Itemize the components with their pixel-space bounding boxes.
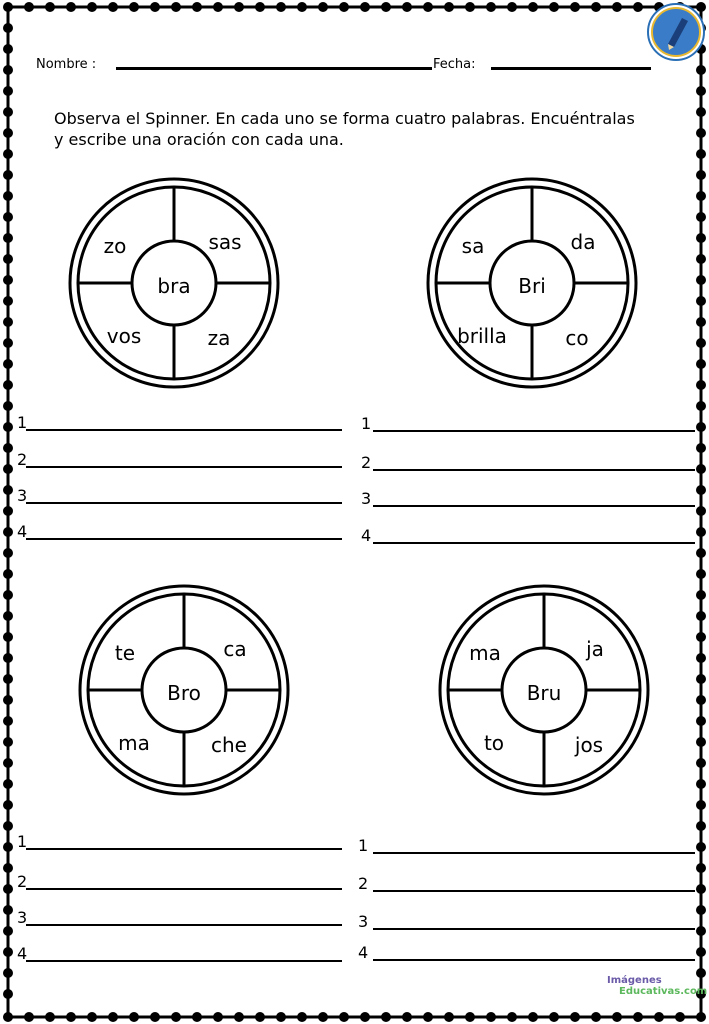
line-number: 3 [361, 489, 372, 508]
line-number: 2 [17, 450, 28, 469]
name-line[interactable] [116, 67, 432, 70]
name-label: Nombre : [36, 57, 97, 72]
line-number: 2 [361, 453, 372, 472]
spinner-syllable-bottom-right: co [565, 326, 589, 350]
brand-line-2: Educativas.com [619, 986, 708, 997]
answer-line[interactable] [373, 430, 695, 432]
date-line[interactable] [491, 67, 651, 70]
spinner-syllable-bottom-left: ma [118, 731, 150, 755]
line-number: 2 [17, 872, 28, 891]
spinner-syllable-bottom-left: vos [106, 324, 142, 348]
brand-watermark: Imágenes Educativas.com [607, 975, 707, 997]
answer-line[interactable] [373, 890, 695, 892]
date-label: Fecha: [433, 57, 476, 72]
spinner-4: Bru ma ja to jos [437, 583, 651, 797]
spinner-wheel [78, 584, 290, 796]
spinner-2: Bri sa da brilla co [425, 176, 639, 390]
spinner-syllable-top-left: zo [103, 234, 127, 258]
line-number: 1 [361, 414, 372, 433]
line-number: 3 [17, 908, 28, 927]
answer-line[interactable] [373, 959, 695, 961]
answer-line[interactable] [373, 852, 695, 854]
line-number: 3 [358, 912, 369, 931]
line-number: 2 [358, 874, 369, 893]
brand-line-1: Imágenes [607, 975, 662, 986]
instructions-line-2: y escribe una oración con cada una. [54, 130, 344, 149]
line-number: 4 [17, 522, 28, 541]
answer-line[interactable] [26, 888, 342, 890]
answer-line[interactable] [26, 960, 342, 962]
spinner-syllable-top-right: da [570, 230, 596, 254]
line-number: 4 [358, 943, 369, 962]
line-number: 1 [358, 836, 369, 855]
spinner-center-syllable: bra [157, 274, 191, 298]
spinner-wheel [426, 177, 638, 389]
line-number: 1 [17, 832, 28, 851]
spinner-syllable-top-right: sas [208, 230, 242, 254]
answer-line[interactable] [26, 429, 342, 431]
answer-line[interactable] [26, 924, 342, 926]
spinner-syllable-bottom-right: za [207, 326, 231, 350]
spinner-syllable-top-left: sa [461, 234, 485, 258]
spinner-syllable-top-right: ja [586, 637, 604, 661]
spinner-syllable-bottom-left: to [483, 731, 505, 755]
answer-line[interactable] [373, 505, 695, 507]
spinner-3: Bro te ca ma che [77, 583, 291, 797]
instructions: Observa el Spinner. En cada uno se forma… [54, 108, 684, 150]
spinner-syllable-top-right: ca [223, 637, 247, 661]
spinner-syllable-bottom-right: che [211, 733, 247, 757]
answer-line[interactable] [26, 538, 342, 540]
spinner-center-syllable: Bro [167, 681, 201, 705]
pencil-globe-logo-icon [647, 3, 705, 61]
line-number: 4 [17, 944, 28, 963]
spinner-syllable-top-left: te [114, 641, 136, 665]
spinner-syllable-bottom-left: brilla [457, 324, 507, 348]
spinner-syllable-bottom-right: jos [574, 733, 604, 757]
line-number: 4 [361, 526, 372, 545]
answer-line[interactable] [26, 502, 342, 504]
answer-line[interactable] [373, 928, 695, 930]
answer-line[interactable] [26, 466, 342, 468]
answer-line[interactable] [373, 542, 695, 544]
spinner-1: bra zo sas vos za [67, 176, 281, 390]
spinner-center-syllable: Bru [526, 681, 562, 705]
spinner-center-syllable: Bri [518, 274, 546, 298]
line-number: 1 [17, 413, 28, 432]
answer-line[interactable] [26, 848, 342, 850]
spinner-wheel [68, 177, 280, 389]
spinner-wheel [438, 584, 650, 796]
line-number: 3 [17, 486, 28, 505]
answer-line[interactable] [373, 469, 695, 471]
instructions-line-1: Observa el Spinner. En cada uno se forma… [54, 109, 635, 128]
spinner-syllable-top-left: ma [469, 641, 501, 665]
